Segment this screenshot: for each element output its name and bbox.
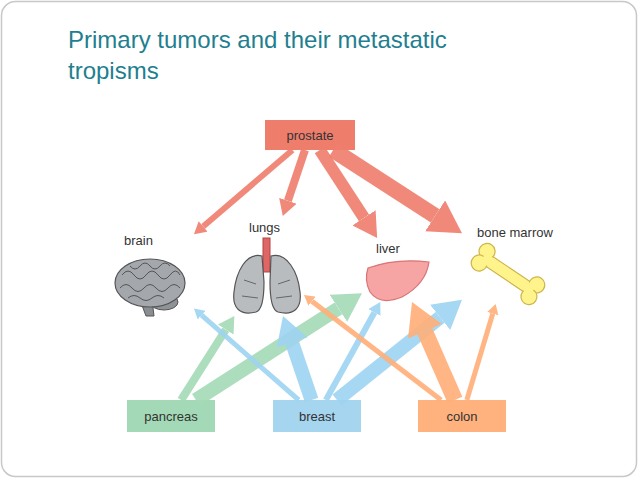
- metastasis-arrow: [292, 343, 312, 400]
- primary-tumor-box: colon: [418, 400, 506, 432]
- metastasis-arrow: [425, 331, 455, 400]
- lungs-illustration: [234, 238, 301, 313]
- tumor-label: breast: [299, 409, 335, 424]
- metastasis-arrow: [202, 315, 299, 400]
- metastasis-arrow: [288, 150, 305, 201]
- slide-title: Primary tumors and their metastatic trop…: [68, 24, 538, 86]
- primary-tumor-box: breast: [273, 400, 361, 432]
- organ-label: bone marrow: [477, 225, 553, 240]
- primary-tumor-box: pancreas: [127, 400, 215, 432]
- liver-illustration: [366, 261, 429, 301]
- primary-tumor-box: prostate: [265, 120, 355, 150]
- bone-illustration: [468, 240, 548, 307]
- tumor-label: pancreas: [144, 409, 197, 424]
- organ-label: lungs: [249, 220, 280, 235]
- metastasis-arrow: [337, 317, 440, 400]
- organ-node: brain: [108, 228, 194, 314]
- metastasis-arrow: [181, 330, 226, 400]
- metastasis-arrow: [196, 308, 339, 400]
- metastasis-arrow: [467, 314, 493, 400]
- metastasis-arrow: [203, 150, 292, 226]
- metastasis-arrow: [320, 150, 364, 218]
- brain-illustration: [115, 259, 185, 316]
- tumor-label: colon: [446, 409, 477, 424]
- metastasis-arrow: [326, 312, 375, 400]
- metastasis-arrow: [333, 150, 435, 216]
- metastasis-arrow: [312, 301, 441, 400]
- tumor-label: prostate: [287, 128, 334, 143]
- organ-node: liver: [362, 238, 434, 302]
- organ-node: bone marrow: [462, 222, 554, 304]
- organ-node: lungs: [228, 216, 304, 316]
- organ-label: brain: [124, 233, 153, 248]
- organ-label: liver: [376, 241, 400, 256]
